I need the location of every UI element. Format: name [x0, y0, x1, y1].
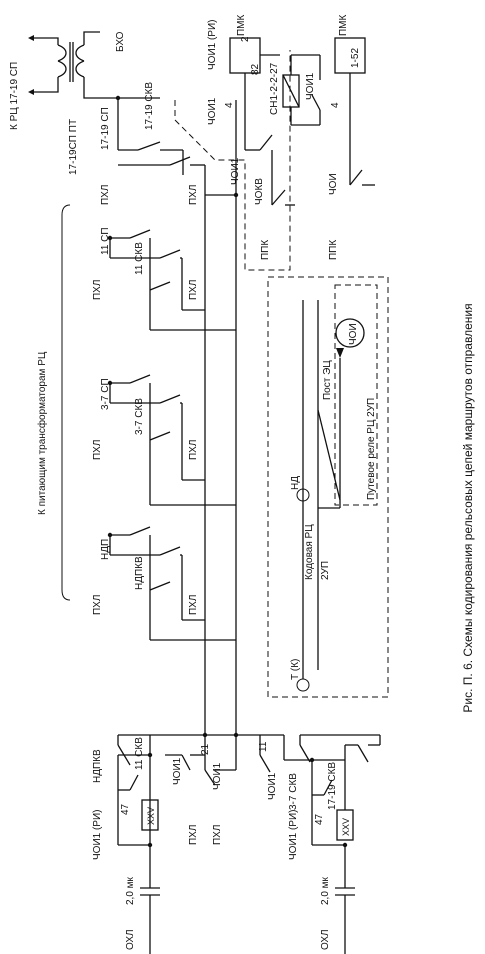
label-sp-17-19-pt: 17-19СП ПТ: [68, 119, 79, 175]
boundary-dashed: [174, 50, 291, 271]
label-ndpkv-b: НДПКВ: [92, 749, 103, 783]
label-choi1-ri-b: ЧОИ1 (РИ): [288, 810, 299, 861]
section-3-7: ПХЛ 3-7 СП 3-7 СКВ ПХЛ: [92, 374, 236, 506]
label-skv-17-19-b: 17-19 СКВ: [327, 762, 338, 810]
label-ppk-a: ППК: [260, 240, 271, 260]
label-phl-11a: ПХЛ: [92, 280, 103, 300]
label-11: 11: [258, 741, 269, 752]
label-choi1-ri-a: ЧОИ1 (РИ): [92, 810, 103, 861]
label-phl-37a: ПХЛ: [92, 440, 103, 460]
label-phl-ndp-b: ПХЛ: [188, 595, 199, 615]
relay-pmk-1: ЧОИ1 (РИ) 2 ПМК 82 ЧОИ1 4 ЧОИ1 ЧОКВ ППК: [207, 14, 295, 260]
label-t-k: Т (К): [290, 659, 301, 680]
label-sp-3-7: 3-7 СП: [100, 378, 111, 410]
label-phl-ndp-a: ПХЛ: [92, 595, 103, 615]
label-choi1-b: ЧОИ1: [212, 762, 223, 790]
label-skv-3-7-b: 3-7 СКВ: [288, 773, 299, 810]
label-choi1-e: ЧОИ1: [230, 157, 241, 185]
label-choi1-c: ЧОИ1: [267, 772, 278, 800]
label-21: 21: [200, 743, 211, 755]
relay-pmk-2: ПМК 1-52 4 ЧОИ ППК: [328, 14, 375, 260]
label-choi1-a: ЧОИ1: [172, 757, 183, 785]
label-4-b: 4: [330, 102, 341, 108]
label-phl-b2: ПХЛ: [212, 825, 223, 845]
label-phl-b1: ПХЛ: [188, 825, 199, 845]
label-choi1-f: ЧОИ1: [305, 72, 316, 100]
label-choi: ЧОИ: [328, 173, 339, 195]
label-xxv-b: XXV: [341, 818, 351, 836]
label-cap-b: 2,0 мк: [320, 876, 331, 905]
label-2up: 2УП: [320, 561, 331, 580]
figure-caption: Рис. П. 6. Схемы кодирования рельсовых ц…: [461, 303, 475, 712]
label-pmk-b: ПМК: [338, 14, 349, 36]
label-sp-17-19: 17-19 СП: [100, 107, 111, 150]
bottom-circuit-1: НДПКВ 11 СКВ ЧОИ1 (РИ) 47 XXV 2,0 мк ОХЛ…: [92, 734, 237, 954]
label-chokv: ЧОКВ: [254, 178, 265, 205]
label-to-rc: К РЦ 17-19 СП: [9, 62, 20, 130]
bottom-circuit-2: 11 ЧОИ1 3-7 СКВ 17-19 СКВ ЧОИ1 (РИ) 47 X…: [236, 734, 381, 954]
label-sp-11: 11 СП: [100, 227, 111, 255]
label-cap-a: 2,0 мк: [125, 876, 136, 905]
label-phl-top1: ПХЛ: [100, 185, 111, 205]
label-ohl-a: ОХЛ: [125, 929, 136, 950]
label-choi-relay: ЧОИ: [348, 323, 359, 345]
label-skv-11-b: 11 СКВ: [134, 737, 145, 770]
label-skv-3-7: 3-7 СКВ: [134, 398, 145, 435]
label-choi1-d: ЧОИ1: [207, 97, 218, 125]
label-4-a: 4: [224, 102, 235, 108]
label-xxv-a: XXV: [146, 807, 156, 825]
label-skv-11: 11 СКВ: [134, 242, 145, 275]
relay-sn1: СН1-2-2-27 ЧОИ1: [269, 54, 321, 126]
label-2: 2: [240, 36, 251, 42]
label-post-ec: Пост ЭЦ: [322, 360, 333, 400]
label-ppk-b: ППК: [328, 240, 339, 260]
label-47-a: 47: [120, 803, 131, 815]
section-11: ПХЛ 11 СП 11 СКВ ПХЛ: [92, 227, 236, 331]
transformer: [28, 31, 100, 99]
label-phl-11b: ПХЛ: [188, 280, 199, 300]
post-box: [334, 284, 378, 506]
label-47-b: 47: [314, 813, 325, 825]
label-to-transformers: К питающим трансформаторам РЦ: [36, 351, 48, 515]
label-kodovaya-rc: Кодовая РЦ: [304, 524, 315, 580]
label-phl-top2: ПХЛ: [188, 185, 199, 205]
label-skv-17-19: 17-19 СКВ: [144, 82, 155, 130]
label-pmk-a: ПМК: [236, 14, 247, 36]
label-phl-37b: ПХЛ: [188, 440, 199, 460]
label-choi1-ri-c: ЧОИ1 (РИ): [207, 20, 218, 71]
label-bho: БХО: [115, 31, 126, 52]
label-ohl-b: ОХЛ: [320, 929, 331, 950]
label-1-52: 1-52: [350, 48, 361, 68]
label-sn1: СН1-2-2-27: [269, 62, 280, 115]
rail-circuit-box: [267, 276, 389, 698]
label-82: 82: [250, 63, 261, 75]
label-ndp: НДП: [100, 539, 111, 560]
rail-circuit: ЧОИ Т (К) НД Кодовая РЦ 2УП Пост ЭЦ Путе…: [290, 300, 377, 692]
label-putevoe-rele: Путевое реле РЦ 2УП: [366, 398, 377, 500]
label-ndpkv: НДПКВ: [134, 556, 145, 590]
section-ndp: ПХЛ НДП НДПКВ ПХЛ: [92, 526, 236, 641]
label-nd: НД: [290, 476, 301, 490]
